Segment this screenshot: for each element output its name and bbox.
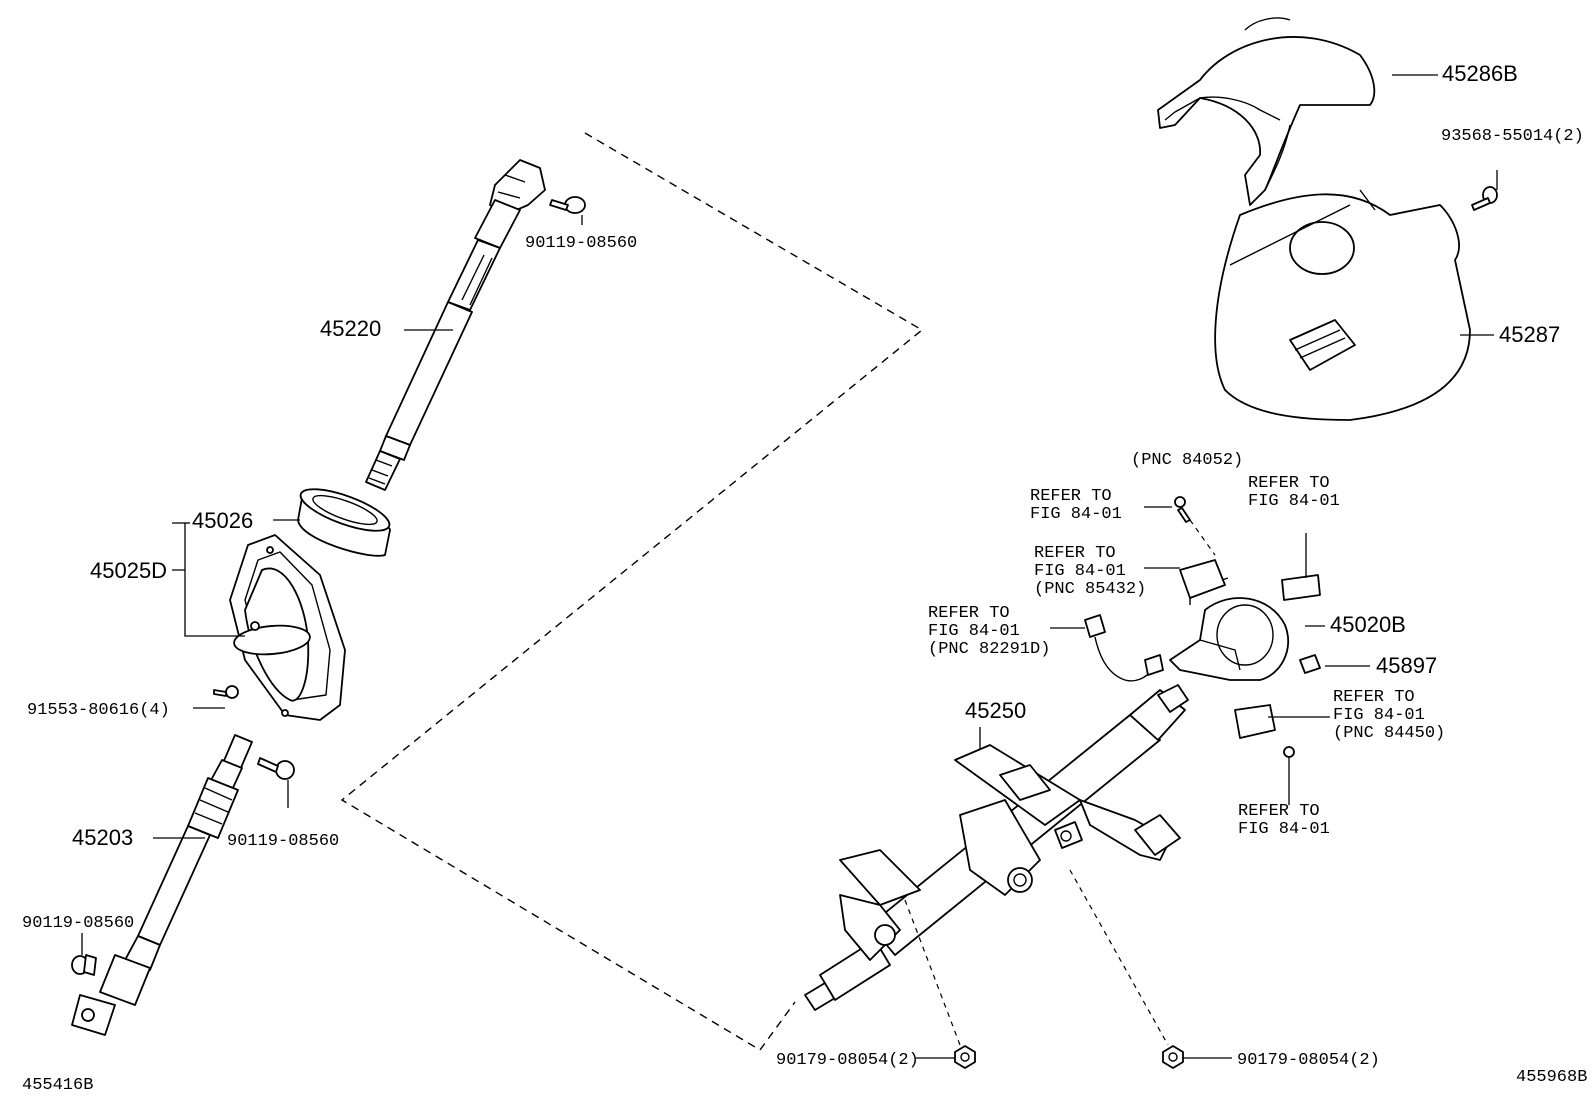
connector-pnc-82291d	[1084, 614, 1164, 682]
nut-90179-right	[1162, 1045, 1184, 1069]
ref3-line1: REFER TO	[1034, 544, 1116, 563]
bracket-ref-upper-right	[1281, 574, 1321, 601]
label-45025D: 45025D	[90, 558, 167, 583]
label-45286B: 45286B	[1442, 61, 1518, 86]
label-45287: 45287	[1499, 322, 1560, 347]
ref3-line3: (PNC 85432)	[1034, 580, 1146, 599]
ref4-line1: REFER TO	[928, 604, 1010, 623]
figure-id-left: 455416B	[22, 1076, 93, 1095]
ref2-line1: REFER TO	[1248, 474, 1330, 493]
switch-pnc-85432	[1179, 559, 1229, 605]
ref4-line2: FIG 84-01	[928, 622, 1020, 641]
leader-lines	[81, 74, 1498, 1059]
bolt-90119-top	[549, 196, 586, 214]
part-45025D-boot	[229, 534, 346, 721]
part-45250-steering-column	[804, 684, 1189, 1011]
label-91553: 91553-80616(4)	[27, 701, 170, 720]
sensor-pnc-84450	[1234, 704, 1276, 739]
label-pnc-84052: (PNC 84052)	[1131, 451, 1243, 470]
part-45020B-lock-housing	[1169, 597, 1290, 681]
screw-93568	[1471, 186, 1498, 211]
label-90119-low: 90119-08560	[22, 914, 134, 933]
ref1-line1: REFER TO	[1030, 487, 1112, 506]
part-45026-seal	[297, 488, 391, 557]
label-45203: 45203	[72, 825, 133, 850]
bolt-90119-low	[71, 954, 97, 976]
label-90119-mid: 90119-08560	[227, 832, 339, 851]
assembly-boundary-dashed	[340, 132, 924, 1051]
part-45220-intermediate-shaft	[365, 159, 546, 491]
part-45286B-upper-cover	[1157, 17, 1376, 206]
label-93568: 93568-55014(2)	[1441, 127, 1584, 146]
label-45897: 45897	[1376, 653, 1437, 678]
ref5-line2: FIG 84-01	[1333, 706, 1425, 725]
label-90179-right: 90179-08054(2)	[1237, 1051, 1380, 1070]
ref6-line2: FIG 84-01	[1238, 820, 1330, 839]
nut-right-guide	[1069, 869, 1169, 1046]
ref1-line2: FIG 84-01	[1030, 505, 1122, 524]
label-90119-top: 90119-08560	[525, 234, 637, 253]
bolt-90119-mid	[257, 757, 295, 780]
screw-ref-top	[1174, 496, 1191, 523]
label-45250: 45250	[965, 698, 1026, 723]
switch-guide-dashed	[1189, 519, 1216, 556]
screw-ref-low	[1283, 746, 1295, 758]
part-45203-lower-shaft	[71, 734, 253, 1036]
ref3-line2: FIG 84-01	[1034, 562, 1126, 581]
screw-91553	[213, 685, 239, 699]
label-45220: 45220	[320, 316, 381, 341]
part-45897-pin	[1299, 654, 1321, 674]
label-45020B: 45020B	[1330, 612, 1406, 637]
figure-id-right: 455968B	[1516, 1068, 1587, 1087]
label-45026: 45026	[192, 508, 253, 533]
ref2-line2: FIG 84-01	[1248, 492, 1340, 511]
ref4-line3: (PNC 82291D)	[928, 640, 1050, 659]
part-45287-lower-cover	[1214, 189, 1471, 421]
ref5-line3: (PNC 84450)	[1333, 724, 1445, 743]
nut-90179-left	[954, 1045, 976, 1069]
label-90179-left: 90179-08054(2)	[776, 1051, 919, 1070]
ref5-line1: REFER TO	[1333, 688, 1415, 707]
ref6-line1: REFER TO	[1238, 802, 1320, 821]
